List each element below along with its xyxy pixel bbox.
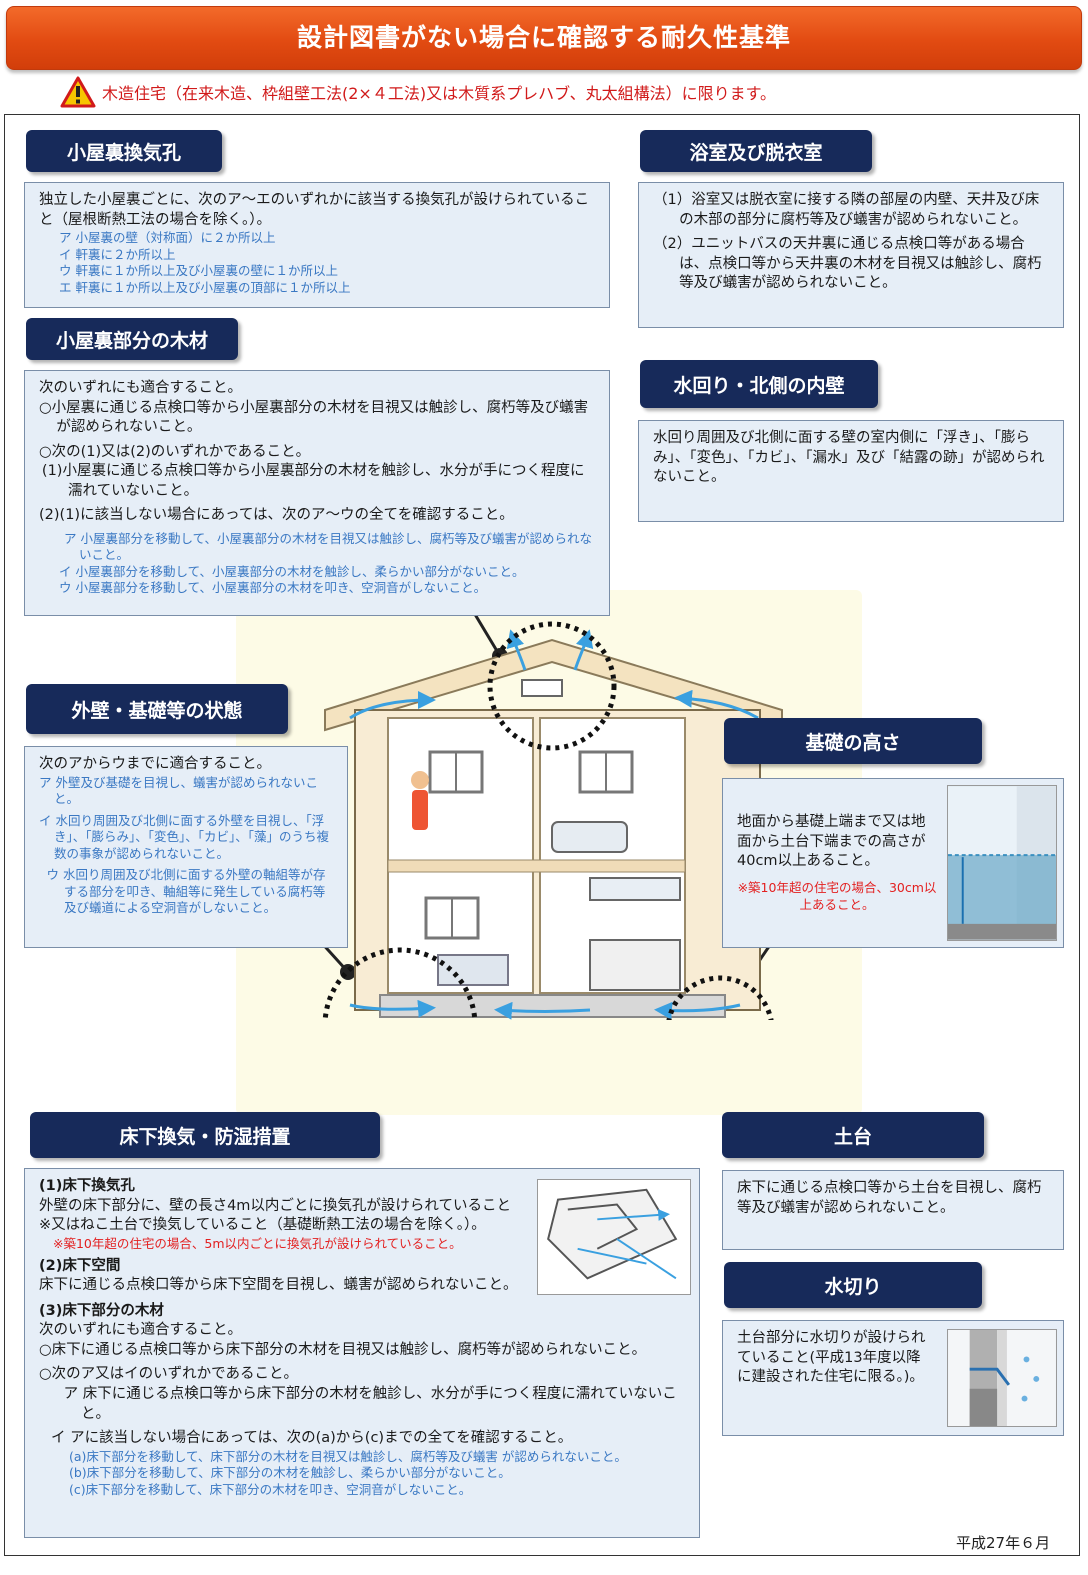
attic-wood-condition-2-2: (2)(1)に該当しない場合にあっては、次のア～ウの全てを確認すること。 bbox=[39, 507, 514, 524]
underfloor-section-3-title: (3)床下部分の木材 bbox=[39, 1302, 164, 1319]
attic-vent-text: 独立した小屋裏ごとに、次のア～エのいずれかに該当する換気孔が設けられていること（… bbox=[39, 192, 590, 228]
warning-icon bbox=[60, 76, 96, 108]
heading-attic-wood: 小屋裏部分の木材 bbox=[26, 318, 238, 360]
underfloor-section-1-text: 外壁の床下部分に、壁の長さ4m以内ごとに換気孔が設けられていること※又はねこ土台… bbox=[39, 1197, 511, 1234]
box-attic-vent: 独立した小屋裏ごとに、次のア～エのいずれかに該当する換気孔が設けられていること（… bbox=[24, 182, 610, 308]
foundation-note: ※築10年超の住宅の場合、30cm以上あること。 bbox=[737, 879, 937, 912]
foundation-photo bbox=[947, 785, 1057, 941]
heading-inner-wall: 水回り・北側の内壁 bbox=[640, 360, 878, 408]
sill-text: 床下に通じる点検口等から土台を目視し、腐朽等及び蟻害が認められないこと。 bbox=[737, 1180, 1042, 1216]
exterior-item: イ 水回り周囲及び北側に面する外壁を目視し、「浮き」、「膨らみ」、「変色」、「カ… bbox=[39, 812, 330, 861]
attic-wood-intro: 次のいずれにも適合すること。 bbox=[39, 380, 242, 396]
warning-notice: 木造住宅（在来木造、枠組壁工法(2×４工法)又は木質系プレハブ、丸太組構法）に限… bbox=[60, 76, 960, 108]
bathroom-item-2: （2）ユニットバスの天井裏に通じる点検口等がある場合は、点検口等から天井裏の木材… bbox=[653, 236, 1042, 292]
underfloor-section-3-b: イ アに該当しない場合にあっては、次の(a)から(c)までの全てを確認すること。 bbox=[51, 1430, 573, 1447]
attic-wood-item: イ 小屋裏部分を移動して、小屋裏部分の木材を触診し、柔らかい部分がないこと。 bbox=[59, 563, 525, 579]
exterior-item: ウ 水回り周囲及び北側に面する外壁の軸組等が存する部分を叩き、軸組等に発生してい… bbox=[46, 867, 326, 916]
underfloor-section-2-text: 床下に通じる点検口等から床下空間を目視し、蟻害が認められないこと。 bbox=[39, 1277, 518, 1294]
attic-vent-item: イ 軒裏に２か所以上 bbox=[59, 246, 176, 262]
heading-drip: 水切り bbox=[724, 1262, 982, 1308]
box-exterior: 次のアからウまでに適合すること。 ア 外壁及び基礎を目視し、蟻害が認められないこ… bbox=[24, 746, 348, 948]
exterior-intro: 次のアからウまでに適合すること。 bbox=[39, 756, 271, 772]
box-sill: 床下に通じる点検口等から土台を目視し、腐朽等及び蟻害が認められないこと。 bbox=[722, 1170, 1064, 1250]
exterior-item: ア 外壁及び基礎を目視し、蟻害が認められないこと。 bbox=[39, 774, 318, 807]
underfloor-section-1-note: ※築10年超の住宅の場合、5m以内ごとに換気孔が設けられていること。 bbox=[53, 1235, 462, 1251]
drip-photo bbox=[947, 1329, 1057, 1427]
underfloor-section-3-a: ア 床下に通じる点検口等から床下部分の木材を触診し、水分が手につく程度に濡れてい… bbox=[63, 1385, 677, 1422]
underfloor-item: (a)床下部分を移動して、床下部分の木材を目視又は触診し、腐朽等及び蟻害 が認め… bbox=[69, 1448, 627, 1464]
page-title: 設計図書がない場合に確認する耐久性基準 bbox=[6, 6, 1082, 70]
underfloor-item: (b)床下部分を移動して、床下部分の木材を触診し、柔らかい部分がないこと。 bbox=[69, 1465, 511, 1481]
box-attic-wood: 次のいずれにも適合すること。 ○小屋裏に通じる点検口等から小屋裏部分の木材を目視… bbox=[24, 370, 610, 616]
attic-wood-condition-2: ○次の(1)又は(2)のいずれかであること。 bbox=[39, 443, 311, 460]
attic-vent-item: ア 小屋裏の壁（対称面）に２か所以上 bbox=[59, 230, 276, 246]
underfloor-item: (c)床下部分を移動して、床下部分の木材を叩き、空洞音がしないこと。 bbox=[69, 1481, 472, 1497]
attic-vent-item: ウ 軒裏に１か所以上及び小屋裏の壁に１か所以上 bbox=[59, 263, 338, 279]
heading-foundation: 基礎の高さ bbox=[724, 718, 982, 764]
bathroom-item-1: （1）浴室又は脱衣室に接する隣の部屋の内壁、天井及び床の木部の部分に腐朽等及び蟻… bbox=[653, 192, 1040, 228]
inner-wall-text: 水回り周囲及び北側に面する壁の室内側に「浮き」、「膨らみ」、「変色」、「カビ」、… bbox=[653, 430, 1045, 486]
attic-wood-item: ア 小屋裏部分を移動して、小屋裏部分の木材を目視又は触診し、腐朽等及び蟻害が認め… bbox=[64, 530, 592, 563]
heading-bathroom: 浴室及び脱衣室 bbox=[640, 130, 872, 172]
underfloor-section-2-title: (2)床下空間 bbox=[39, 1257, 121, 1274]
date-stamp: 平成27年６月 bbox=[956, 1534, 1051, 1552]
heading-sill: 土台 bbox=[722, 1112, 984, 1158]
attic-vent-item: エ 軒裏に１か所以上及び小屋裏の頂部に１か所以上 bbox=[59, 279, 351, 295]
heading-underfloor: 床下換気・防湿措置 bbox=[30, 1112, 380, 1158]
underfloor-section-1-title: (1)床下換気孔 bbox=[39, 1178, 135, 1194]
underfloor-section-3-intro: 次のいずれにも適合すること。 bbox=[39, 1322, 242, 1339]
attic-wood-item: ウ 小屋裏部分を移動して、小屋裏部分の木材を叩き、空洞音がしないこと。 bbox=[59, 580, 487, 596]
attic-wood-condition-1: ○小屋裏に通じる点検口等から小屋裏部分の木材を目視又は触診し、腐朽等及び蟻害が認… bbox=[39, 399, 589, 436]
underfloor-section-3-condition-1: ○床下に通じる点検口等から床下部分の木材を目視又は触診し、腐朽等が認められないこ… bbox=[39, 1341, 647, 1358]
box-bathroom: （1）浴室又は脱衣室に接する隣の部屋の内壁、天井及び床の木部の部分に腐朽等及び蟻… bbox=[638, 182, 1064, 328]
underfloor-vent-diagram bbox=[537, 1179, 691, 1295]
box-underfloor: (1)床下換気孔 外壁の床下部分に、壁の長さ4m以内ごとに換気孔が設けられている… bbox=[24, 1168, 700, 1538]
heading-attic-vent: 小屋裏換気孔 bbox=[26, 130, 222, 172]
box-foundation: 地面から基礎上端まで又は地面から土台下端までの高さが40cm以上あること。 ※築… bbox=[722, 778, 1064, 948]
box-drip: 土台部分に水切りが設けられていること(平成13年度以降に建設された住宅に限る。)… bbox=[722, 1320, 1064, 1436]
foundation-text: 地面から基礎上端まで又は地面から土台下端までの高さが40cm以上あること。 bbox=[737, 814, 926, 870]
underfloor-section-3-condition-2: ○次のア又はイのいずれかであること。 bbox=[39, 1366, 299, 1383]
attic-wood-condition-2-1: (1)小屋裏に通じる点検口等から小屋裏部分の木材を触診し、水分が手につく程度に濡… bbox=[41, 463, 585, 499]
heading-exterior: 外壁・基礎等の状態 bbox=[26, 684, 288, 734]
drip-text: 土台部分に水切りが設けられていること(平成13年度以降に建設された住宅に限る。)… bbox=[737, 1330, 926, 1386]
warning-text: 木造住宅（在来木造、枠組壁工法(2×４工法)又は木質系プレハブ、丸太組構法）に限… bbox=[102, 84, 776, 103]
box-inner-wall: 水回り周囲及び北側に面する壁の室内側に「浮き」、「膨らみ」、「変色」、「カビ」、… bbox=[638, 420, 1064, 522]
